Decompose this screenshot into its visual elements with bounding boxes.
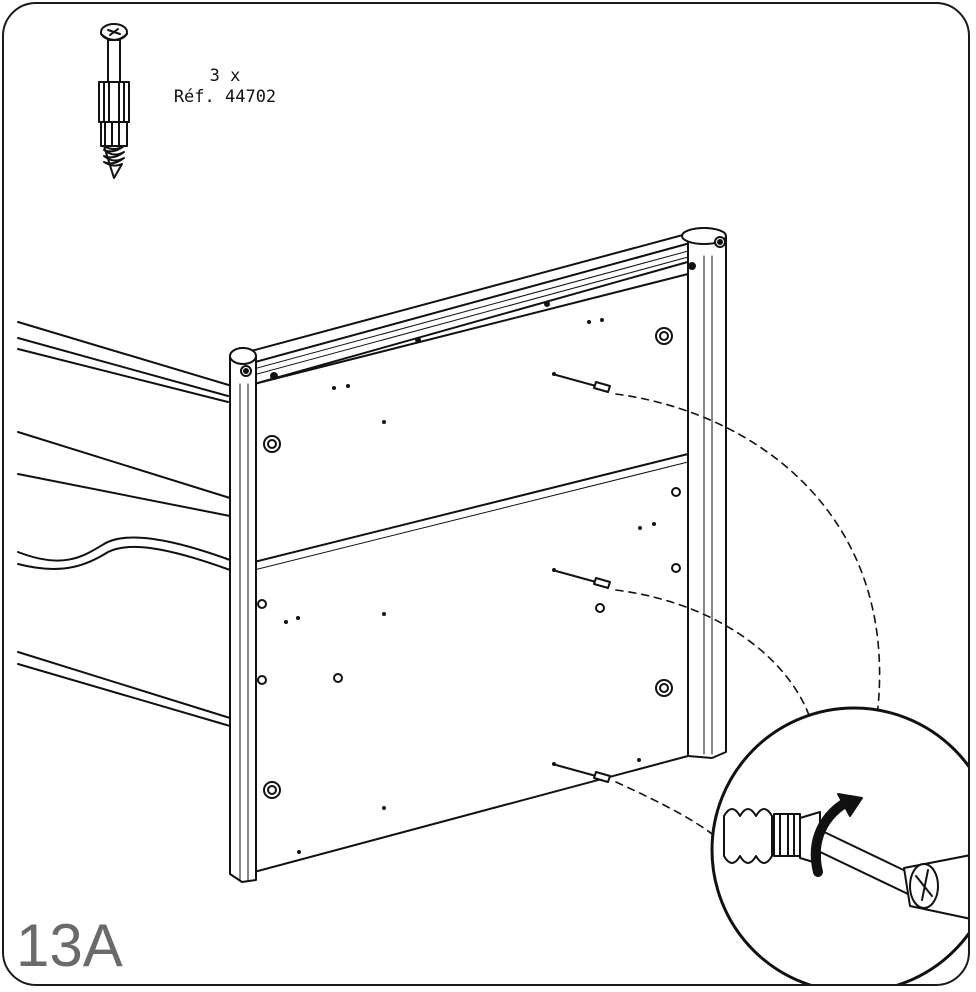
cam-lock-holes [257, 327, 681, 799]
rotate-arrow-icon [810, 793, 863, 877]
quantity-text: 3 x [209, 66, 241, 86]
headboard-panel [229, 227, 727, 883]
dowel-screw-top [552, 372, 611, 393]
assembly-illustration [17, 23, 968, 984]
screw-detail [723, 808, 821, 865]
detail-magnifier [710, 706, 968, 984]
part-quantity-label: 3 x Réf. 44702 [150, 66, 300, 108]
side-rail [17, 321, 233, 727]
part-reference-text: Réf. 44702 [173, 87, 277, 107]
panel-holes [284, 318, 656, 854]
screwdriver-icon [815, 829, 968, 920]
cam-dowel-screw-icon [98, 23, 130, 179]
step-number: 13A [16, 912, 123, 979]
dowel-screw-bottom [552, 762, 611, 783]
dowel-screw-middle [552, 568, 611, 589]
dowel-screw-insertions [552, 372, 611, 783]
